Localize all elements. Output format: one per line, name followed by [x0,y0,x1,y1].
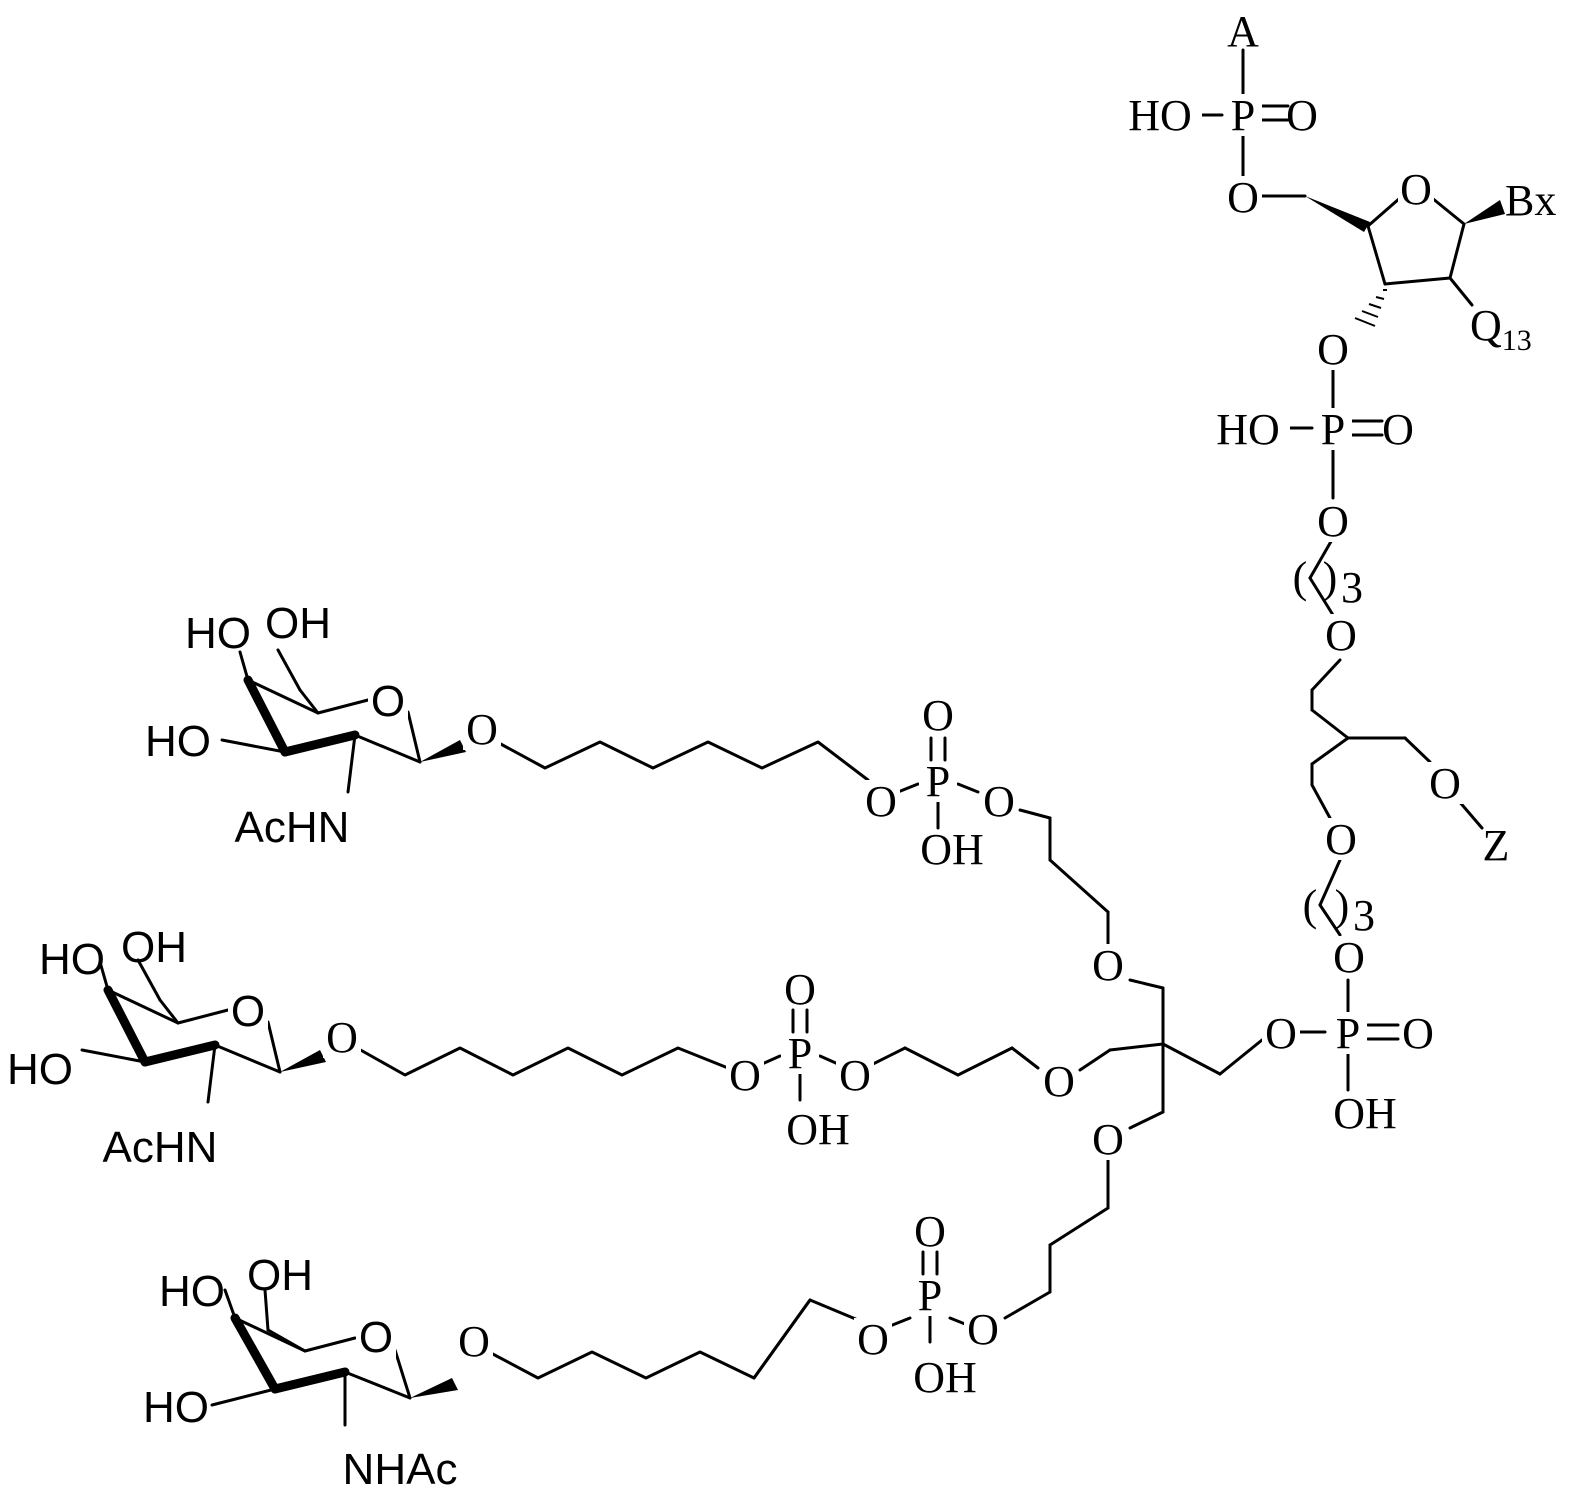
label-oh-sugar2-top: OH [121,923,187,972]
label-o-3prime: O [1317,325,1349,374]
label-paren-open-lower: ( [1303,881,1318,930]
label-ring-o-sugar1: O [371,677,405,726]
label-oxo-top: O [1286,91,1318,140]
label-oh-arm3: OH [913,1353,977,1402]
label-p-arm1: P [926,757,950,806]
label-ho-sugar1-top: HO [185,609,251,658]
label-o-core-arm1: O [1092,941,1124,990]
bonds [82,50,1505,1425]
label-repeat-upper: 3 [1341,563,1363,612]
label-p-core: P [1336,1009,1360,1058]
label-o-core-phosphate: O [1265,1009,1297,1058]
label-o-arm2-left: O [729,1051,761,1100]
label-q13: Q13 [1470,301,1532,357]
label-o-arm3-right: O [967,1305,999,1354]
label-nhac-sugar3: NHAc [343,1445,458,1494]
label-o-arm2-right: O [839,1051,871,1100]
label-paren-close-lower: ) [1335,881,1350,930]
label-o-glycoside-arm1: O [466,705,498,754]
label-p-linker: P [1321,405,1345,454]
label-o-spacer-upper: O [1325,611,1357,660]
label-p-arm2: P [788,1029,812,1078]
label-o-spacer-ester: O [1333,933,1365,982]
label-ho-sugar3-left: HO [143,1383,209,1432]
label-o-glycerol: O [1429,759,1461,808]
label-ho-sugar1-left: HO [145,717,211,766]
label-oh-arm1: OH [920,825,984,874]
label-o-linker-ester: O [1317,497,1349,546]
label-ho-linker: HO [1216,405,1280,454]
label-z: Z [1483,821,1510,870]
label-ring-o-ribose: O [1400,165,1432,214]
label-ho-sugar2-left: HO [7,1045,73,1094]
label-o-arm3-left: O [857,1315,889,1364]
label-o-arm1-right: O [983,777,1015,826]
label-p-top: P [1231,91,1255,140]
label-ho-sugar2-top: HO [39,935,105,984]
label-oxo-arm2: O [784,965,816,1014]
label-ring-o-sugar3: O [359,1313,393,1362]
label-paren-close-upper: ) [1323,553,1338,602]
label-oxo-arm3: O [914,1207,946,1256]
label-bx: Bx [1505,176,1556,225]
label-o-5prime: O [1227,173,1259,222]
label-o-glycoside-arm3: O [458,1317,490,1366]
label-oxo-core: O [1402,1009,1434,1058]
label-oh-sugar1-top: OH [265,599,331,648]
label-o-glycoside-arm2: O [326,1013,358,1062]
label-o-core-arm2: O [1043,1057,1075,1106]
atom-labels: A HO P O O O Bx Q13 O HO P O O ( ) 3 O O… [7,7,1556,1494]
label-oxo-linker: O [1382,405,1414,454]
label-paren-open-upper: ( [1293,553,1308,602]
label-p-arm3: P [918,1271,942,1320]
label-o-spacer-lower: O [1325,815,1357,864]
label-oh-arm2: OH [786,1105,850,1154]
label-achn-sugar2: AcHN [103,1123,218,1172]
label-a: A [1227,7,1259,56]
label-ring-o-sugar2: O [231,987,265,1036]
label-ho-top: HO [1128,91,1192,140]
hashed-bond [1355,290,1387,326]
label-o-core-arm3: O [1092,1115,1124,1164]
label-ho-sugar3-top: HO [159,1267,225,1316]
label-o-arm1-left: O [865,777,897,826]
label-oh-core: OH [1333,1089,1397,1138]
label-oxo-arm1: O [922,691,954,740]
label-achn-sugar1: AcHN [235,803,350,852]
label-oh-sugar3-top: OH [247,1251,313,1300]
